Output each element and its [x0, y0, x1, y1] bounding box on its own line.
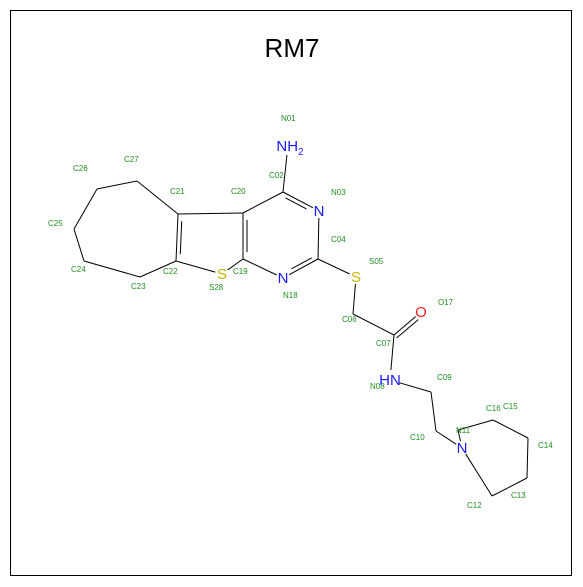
- atom-label-C24: C24: [71, 265, 86, 274]
- molecule-title: RM7: [264, 33, 320, 63]
- atom-label-C23: C23: [131, 282, 146, 291]
- atom-label-N18: N18: [283, 291, 298, 300]
- bond-C07-O17-second: [396, 319, 419, 339]
- atom-symbol-N11: N: [457, 440, 468, 457]
- bond-S05-C06: [352, 283, 356, 315]
- atom-label-S05: S05: [369, 257, 384, 266]
- atom-label-C09: C09: [437, 373, 452, 382]
- bond-C21-C27: [136, 180, 179, 215]
- atom-label-N03: N03: [331, 188, 346, 197]
- bond-C14-C15: [492, 419, 529, 439]
- atom-symbol-S05: S: [351, 269, 361, 286]
- atom-label-C10: C10: [410, 433, 425, 442]
- bond-C10-N11: [435, 430, 457, 445]
- bond-N03-C04: [317, 217, 320, 260]
- bond-C26-C25: [73, 188, 98, 230]
- atom-label-C13: C13: [511, 491, 526, 500]
- atom-label-S28: S28: [209, 283, 224, 292]
- bond-C15-C16: [457, 419, 494, 431]
- bond-C04-N18-second: [291, 257, 313, 270]
- bond-C06-C07: [352, 313, 395, 336]
- bond-C02-N03-second: [285, 197, 307, 210]
- bond-C12-C13: [491, 477, 528, 497]
- bond-C20-C02: [242, 191, 284, 214]
- bond-C13-C14: [526, 437, 529, 479]
- atom-label-C20: C20: [231, 187, 246, 196]
- atom-label-C07: C07: [376, 339, 391, 348]
- atom-label-C27: C27: [124, 155, 139, 164]
- bond-S28-C22: [175, 260, 216, 273]
- bond-C22-C21-second: [179, 221, 183, 255]
- atom-label-C16: C16: [486, 404, 501, 413]
- bond-C07-N08: [390, 334, 395, 371]
- atom-symbol-N01: NH2: [276, 138, 304, 158]
- bond-C07-O17: [393, 316, 416, 336]
- atom-label-C21: C21: [170, 187, 185, 196]
- bond-C27-C26: [96, 180, 138, 190]
- bond-C02-N03: [282, 191, 314, 209]
- bond-C23-C22: [139, 260, 177, 278]
- bond-C21-C20: [177, 212, 244, 215]
- atom-label-N01: N01: [281, 114, 296, 123]
- atom-label-N11: N11: [456, 426, 471, 435]
- atom-label-C26: C26: [73, 164, 88, 173]
- atom-label-C14: C14: [538, 441, 553, 450]
- atom-label-C02: C02: [269, 171, 284, 180]
- bond-N18-C19: [242, 258, 277, 276]
- atom-symbol-S28: S: [217, 266, 227, 283]
- bond-C22-C21: [175, 213, 179, 262]
- atom-symbol-O17: O: [415, 304, 427, 321]
- bond-N01-C02: [282, 154, 288, 193]
- atom-symbol-N08: HN: [379, 372, 401, 389]
- bond-C04-S05: [317, 258, 350, 275]
- bond-C16-N11: [457, 429, 461, 442]
- bond-C04-N18: [288, 258, 319, 276]
- atom-label-C25: C25: [48, 219, 63, 228]
- atom-symbol-N03: N: [314, 203, 325, 220]
- bonds-layer: [73, 154, 529, 497]
- atom-label-C06: C06: [342, 315, 357, 324]
- atom-label-N08: N08: [370, 382, 385, 391]
- atom-label-C22: C22: [163, 267, 178, 276]
- atom-label-C15: C15: [503, 402, 518, 411]
- bond-C25-C24: [73, 228, 85, 262]
- bond-C24-C23: [83, 260, 141, 278]
- bond-N11-C12: [465, 453, 493, 497]
- bond-C19-S28: [227, 258, 244, 271]
- bond-N08-C09: [399, 382, 432, 393]
- atom-label-C12: C12: [467, 501, 482, 510]
- atom-label-C04: C04: [331, 235, 346, 244]
- atom-symbol-N18: N: [278, 270, 289, 287]
- atom-label-C19: C19: [233, 267, 248, 276]
- atom-label-O17: O17: [438, 298, 454, 307]
- bond-C09-C10: [430, 391, 437, 432]
